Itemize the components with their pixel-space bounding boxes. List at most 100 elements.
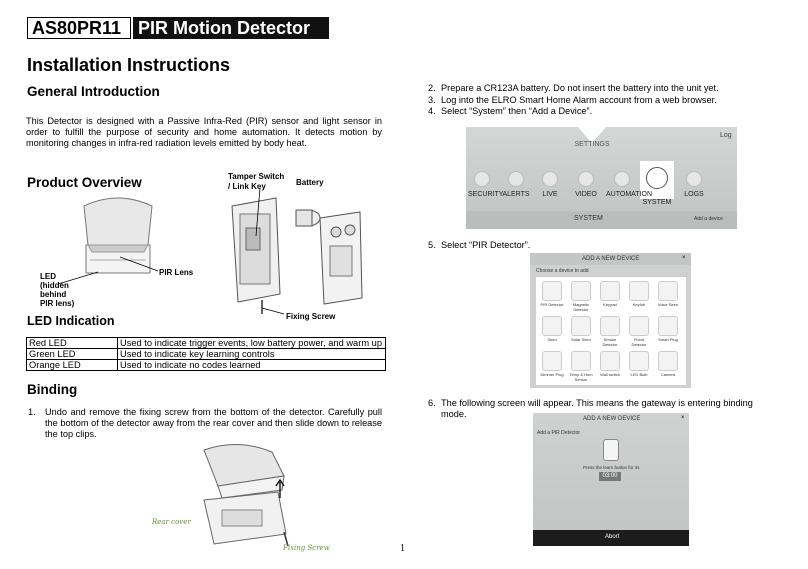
security-icon[interactable] — [474, 171, 490, 187]
detector-open-illustration — [231, 188, 363, 315]
binding-heading: Binding — [27, 382, 78, 397]
device-label: Flood Detector — [631, 337, 647, 347]
product-name: PIR Motion Detector — [133, 17, 329, 39]
device-icon — [600, 281, 620, 301]
led-pointer-line — [58, 271, 99, 285]
device-option[interactable]: LED Bulb — [626, 351, 652, 387]
led-desc: Used to indicate trigger events, low bat… — [117, 337, 386, 349]
device-icon — [571, 351, 591, 371]
live-icon[interactable] — [542, 171, 558, 187]
label-led: LED (hidden behind PIR lens) — [40, 272, 75, 308]
device-label: Keypad — [603, 302, 617, 307]
label-pir-lens: PIR Lens — [159, 268, 194, 277]
led-desc: Used to indicate key learning controls — [117, 348, 386, 360]
pir-lens-pointer-line — [120, 256, 159, 272]
device-label: Smoke Detector — [602, 337, 618, 347]
step-1-text: Undo and remove the fixing screw from th… — [45, 407, 382, 439]
device-label: Solar Siren — [571, 337, 591, 342]
device-icon — [542, 316, 562, 336]
device-option[interactable]: Keypad — [597, 281, 623, 317]
device-icon — [658, 351, 678, 371]
system-bar — [466, 211, 737, 229]
page-title: Installation Instructions — [27, 55, 231, 75]
binding-instruction: Press the learn button for 4s — [583, 465, 640, 470]
abort-button-label: Abort — [605, 534, 620, 540]
menu-label: SECURITY — [468, 191, 504, 198]
device-icon — [542, 281, 562, 301]
add-device-link[interactable]: Add a device — [694, 216, 723, 222]
step-6-number: 6. — [428, 398, 436, 408]
step-5-text: Select “PIR Detector”. — [441, 240, 531, 250]
led-table: Red LED Used to indicate trigger events,… — [26, 337, 386, 371]
device-option[interactable]: Solar Siren — [568, 316, 594, 352]
alerts-icon[interactable] — [508, 171, 524, 187]
close-icon[interactable]: × — [682, 255, 686, 261]
label-battery: Battery — [296, 178, 324, 187]
device-icon — [542, 351, 562, 371]
device-icon — [658, 316, 678, 336]
device-option[interactable]: Voice Siren — [655, 281, 681, 317]
page-number: 1 — [400, 543, 405, 554]
step-number: 1. — [28, 407, 36, 417]
device-option[interactable]: PIR Detector — [539, 281, 565, 317]
device-icon — [629, 316, 649, 336]
menu-label: LIVE — [542, 191, 558, 198]
rear-cover-label: Rear cover — [152, 518, 191, 526]
step-3-text: Log into the ELRO Smart Home Alarm accou… — [441, 95, 717, 105]
choose-label: Choose a device to add — [536, 268, 589, 274]
close-icon[interactable]: × — [681, 415, 685, 421]
device-label: Smart Plug — [658, 337, 678, 342]
device-option[interactable]: Camera — [655, 351, 681, 387]
led-desc: Used to indicate no codes learned — [117, 359, 386, 371]
device-option[interactable]: Magnetic Detector — [568, 281, 594, 317]
settings-screenshot: SETTINGS Log SECURITY ALERTS LIVE VIDEO … — [466, 127, 737, 229]
detector-front-illustration — [83, 197, 153, 274]
table-row: Green LED Used to indicate key learning … — [26, 348, 386, 360]
logout-link[interactable]: Log — [720, 132, 732, 139]
led-heading: LED Indication — [27, 314, 115, 328]
step-4-number: 4. — [428, 106, 436, 116]
video-icon[interactable] — [578, 171, 594, 187]
system-highlight[interactable] — [640, 161, 674, 199]
label-fixing-screw: Fixing Screw — [286, 312, 336, 321]
device-option[interactable]: Temp & Hum Sensor — [568, 351, 594, 387]
led-name: Orange LED — [26, 359, 118, 371]
menu-label: AUTOMATION — [606, 191, 653, 198]
device-option[interactable]: Wall switch — [597, 351, 623, 387]
led-name: Red LED — [26, 337, 118, 349]
device-option[interactable]: Keyfob — [626, 281, 652, 317]
device-label: LED Bulb — [630, 372, 648, 377]
system-bar-title: SYSTEM — [574, 215, 603, 222]
countdown-timer: 03:00 — [599, 472, 621, 481]
binding-illustration — [203, 443, 289, 547]
abort-button[interactable] — [533, 530, 689, 546]
step-5-number: 5. — [428, 240, 436, 250]
device-option[interactable]: Flood Detector — [626, 316, 652, 352]
step-4-text: Select “System” then “Add a Device”. — [441, 106, 593, 116]
device-option[interactable]: Smoke Detector — [597, 316, 623, 352]
device-icon — [629, 351, 649, 371]
general-heading: General Introduction — [27, 84, 160, 99]
binding-screenshot: ADD A NEW DEVICE × Add a PIR Detector Pr… — [533, 413, 689, 546]
device-option[interactable]: Siren — [539, 316, 565, 352]
automation-icon[interactable] — [614, 171, 630, 187]
overview-heading: Product Overview — [27, 175, 142, 190]
logs-icon[interactable] — [686, 171, 702, 187]
device-option[interactable]: Smart Plug — [655, 316, 681, 352]
device-label: Voice Siren — [657, 302, 679, 307]
system-icon — [646, 167, 668, 189]
menu-label: SYSTEM — [642, 199, 672, 206]
step-6-text: The following screen will appear. This m… — [441, 398, 753, 419]
general-text: This Detector is designed with a Passive… — [26, 116, 382, 148]
menu-label: VIDEO — [575, 191, 597, 198]
settings-notch — [578, 127, 606, 143]
device-option[interactable]: Dimmer Plug — [539, 351, 565, 387]
device-icon — [658, 281, 678, 301]
table-row: Red LED Used to indicate trigger events,… — [26, 337, 386, 349]
device-label: Siren — [547, 337, 557, 342]
dialog-title: ADD A NEW DEVICE — [582, 256, 640, 262]
device-label: Magnetic Detector — [572, 302, 590, 312]
binding-dialog-title: ADD A NEW DEVICE — [583, 416, 641, 422]
menu-label: ALERTS — [502, 191, 530, 198]
